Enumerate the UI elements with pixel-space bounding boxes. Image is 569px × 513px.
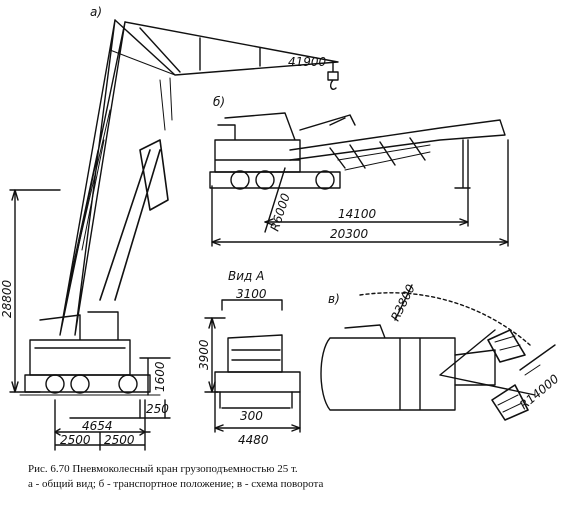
hook-block [327, 61, 339, 90]
dim-250: 250 [146, 402, 169, 416]
dim-41900: 41900 [288, 55, 327, 69]
label-view-b: б) [213, 95, 225, 109]
dim-1600: 1600 [153, 361, 167, 392]
transport-boom [289, 119, 506, 169]
dim-20300: 20300 [330, 227, 369, 241]
transport-chassis [214, 112, 301, 173]
caption-title: Рис. 6.70 Пневмоколесный кран грузоподъе… [28, 463, 298, 475]
crane-body [29, 311, 131, 376]
caption-legend: а - общий вид; б - транспортное положени… [28, 478, 324, 490]
figure-caption: Рис. 6.70 Пневмоколесный кран грузоподъе… [28, 462, 548, 492]
label-view-c: в) [328, 292, 340, 306]
dim-300: 300 [240, 409, 263, 423]
dim-4480: 4480 [238, 433, 269, 447]
turning-body [320, 324, 456, 411]
dim-r14000: R14000 [517, 371, 562, 412]
fly-jib [114, 19, 339, 76]
dim-3100: 3100 [236, 287, 267, 301]
dim-14100: 14100 [338, 207, 377, 221]
dim-3900: 3900 [197, 339, 211, 370]
label-vid-a: Вид А [228, 269, 264, 283]
view-a-general [9, 19, 339, 451]
view-b-transport [209, 112, 509, 247]
label-view-a: а) [90, 5, 102, 19]
dim-4654: 4654 [82, 419, 113, 433]
view-front [204, 299, 301, 433]
view-c-turning [320, 284, 556, 421]
dim-2500-right: 2500 [104, 433, 135, 447]
main-boom [59, 19, 126, 336]
dim-r3800: R3800 [388, 282, 418, 323]
dim-2500-left: 2500 [60, 433, 91, 447]
dim-28800: 28800 [0, 279, 14, 318]
